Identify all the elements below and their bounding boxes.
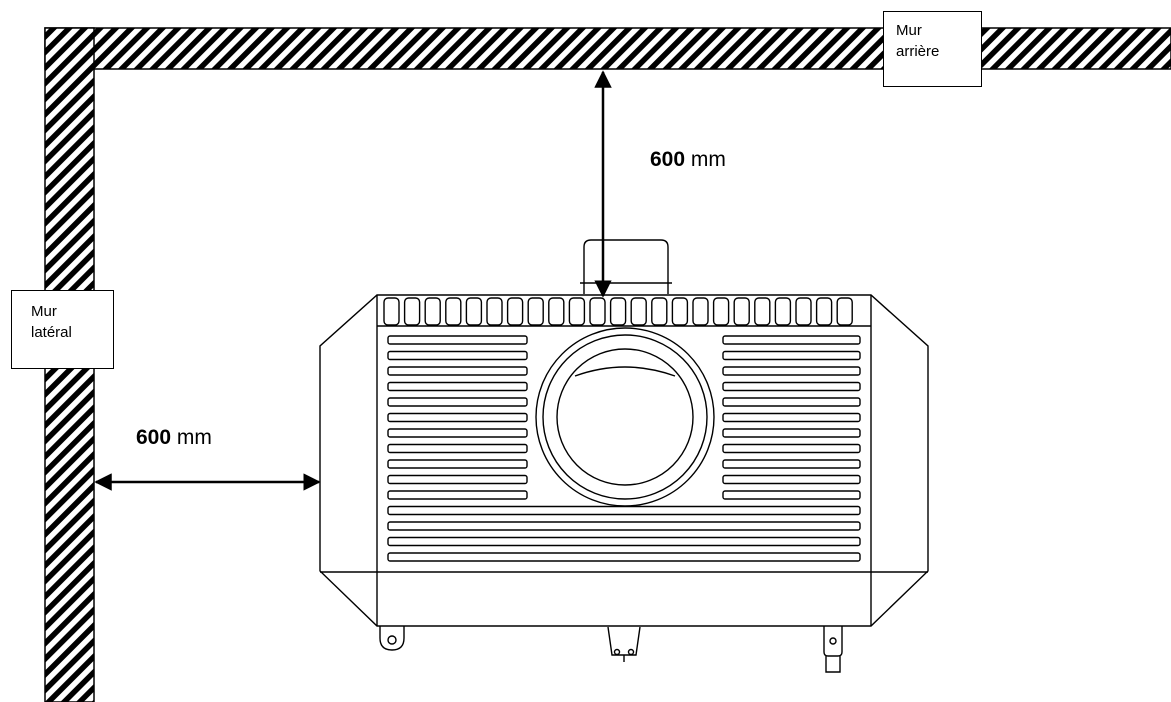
projector-foot-center: [607, 626, 641, 662]
fin: [548, 297, 565, 326]
fin: [527, 297, 544, 326]
vent-slot: [722, 490, 861, 500]
fin: [445, 297, 462, 326]
fin: [671, 297, 689, 326]
vent-slot: [722, 412, 861, 423]
vent-slot: [722, 381, 861, 392]
vent-slot: [387, 459, 528, 469]
vent-slot: [387, 335, 528, 345]
vent-slot: [722, 474, 861, 485]
rear-wall: [44, 27, 1171, 70]
vent-slot: [387, 366, 528, 376]
projector-top-fins: [383, 297, 853, 326]
vent-slot: [387, 521, 861, 531]
fin: [568, 297, 586, 326]
fin: [692, 297, 709, 326]
vent-slot: [387, 381, 528, 392]
vent-slot: [722, 428, 861, 438]
side-wall-label-line1: Mur: [31, 303, 57, 320]
vent-slot: [387, 552, 861, 562]
fin: [712, 297, 730, 326]
rear-clearance-label: 600 mm: [650, 148, 726, 172]
vent-slot: [722, 443, 861, 454]
fin: [424, 297, 441, 326]
projector-lens-ring: [542, 334, 708, 500]
fin: [383, 297, 400, 326]
side-clearance-value: 600: [136, 426, 172, 449]
vent-slot: [722, 397, 861, 407]
projector-vents: [387, 335, 861, 562]
fin: [486, 297, 503, 326]
fin: [774, 297, 792, 326]
vent-slot: [722, 459, 861, 469]
rear-clearance-unit: mm: [690, 148, 726, 171]
fin: [609, 297, 627, 326]
vent-slot: [387, 350, 528, 361]
side-wall-label: Mur latéral: [11, 290, 114, 369]
vent-slot: [387, 490, 528, 500]
fin: [754, 297, 771, 326]
vent-slot: [387, 474, 528, 485]
rear-clearance-value: 600: [650, 148, 686, 171]
side-clearance-unit: mm: [176, 426, 212, 449]
side-wall-label-line2: latéral: [31, 324, 72, 341]
projector-foot-right: [823, 626, 843, 673]
fin: [815, 297, 833, 326]
projector-lens-ring-outer: [535, 327, 715, 507]
projector-lens: [556, 348, 694, 486]
vent-slot: [722, 366, 861, 376]
vent-slot: [722, 335, 861, 345]
fin: [506, 297, 524, 326]
vent-slot: [387, 397, 528, 407]
rear-wall-label-line2: arrière: [896, 43, 940, 60]
fin: [651, 297, 668, 326]
vent-slot: [387, 428, 528, 438]
fin: [589, 297, 606, 326]
fin: [795, 297, 812, 326]
projector-exhaust: [583, 239, 669, 294]
rear-wall-label-line1: Mur: [896, 22, 922, 39]
vent-slot: [387, 505, 861, 516]
fin: [733, 297, 750, 326]
fin: [403, 297, 421, 326]
projector-foot-left: [379, 626, 405, 651]
rear-wall-label: Mur arrière: [883, 11, 982, 87]
vent-slot: [722, 350, 861, 361]
fin: [836, 297, 853, 326]
vent-slot: [387, 536, 861, 547]
side-clearance-label: 600 mm: [136, 426, 212, 450]
vent-slot: [387, 443, 528, 454]
fin: [630, 297, 647, 326]
fin: [465, 297, 483, 326]
projector: [319, 239, 929, 673]
vent-slot: [387, 412, 528, 423]
